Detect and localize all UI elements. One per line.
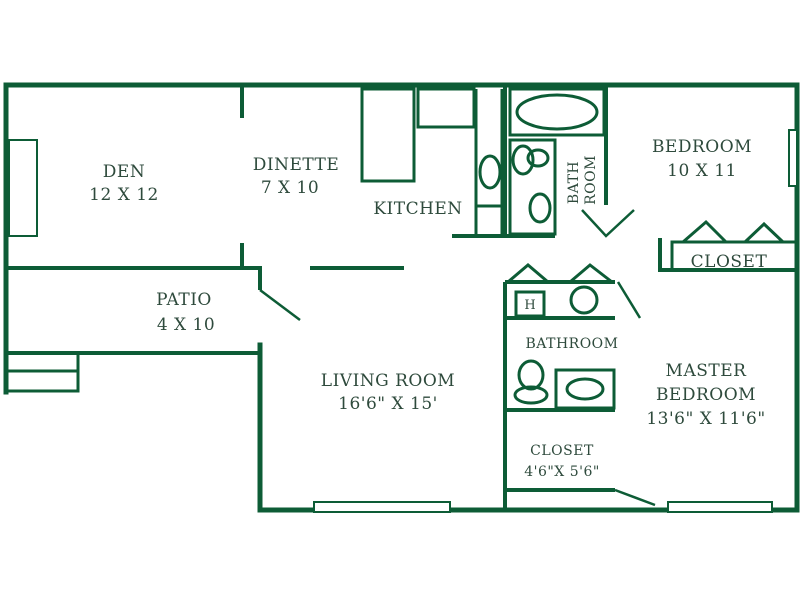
bath-room-line2: ROOM — [583, 155, 599, 205]
upper-cabinet — [416, 87, 476, 129]
master-vanity — [554, 368, 616, 410]
master-toilet — [517, 359, 545, 391]
patio-steps — [4, 351, 80, 393]
bathroom-label: BATHROOM — [525, 336, 618, 352]
den-window — [8, 139, 38, 237]
dinette-label: DINETTE — [253, 155, 340, 175]
master-closet-size: 4'6"X 5'6" — [524, 464, 600, 480]
bathroom-door — [616, 281, 642, 319]
bedroom-label: BEDROOM — [652, 137, 752, 157]
doors — [259, 209, 656, 507]
den-label: DEN — [103, 162, 145, 182]
living-room-label: LIVING ROOM — [321, 371, 455, 391]
bath-room-line1: BATH — [566, 161, 582, 204]
bedroom-window — [788, 129, 798, 187]
master-bedroom-size: 13'6" X 11'6" — [646, 409, 765, 429]
patio-label: PATIO — [156, 290, 212, 310]
master-sink-top — [569, 285, 599, 315]
hamper-box — [514, 290, 546, 318]
bath-vanity — [508, 138, 557, 236]
refrigerator — [360, 87, 416, 183]
bath-room-label: BATH ROOM — [566, 155, 599, 205]
bedroom-size: 10 X 11 — [667, 161, 737, 181]
master-bath-fixtures — [507, 263, 616, 410]
windows — [8, 129, 798, 513]
bedroom-closet-label: CLOSET — [691, 252, 768, 272]
kitchen-label: KITCHEN — [373, 199, 462, 219]
closet-door — [614, 488, 656, 507]
master-bedroom-window — [667, 501, 773, 513]
bedroom-door — [581, 209, 635, 238]
room-labels: DEN 12 X 12 DINETTE 7 X 10 KITCHEN BATH … — [89, 137, 767, 480]
bath-fixtures — [508, 87, 606, 236]
master-closet-label: CLOSET — [530, 443, 594, 459]
kitchen-fixtures — [360, 87, 504, 236]
bath-toilet — [511, 144, 535, 176]
dinette-size: 7 X 10 — [261, 178, 319, 198]
den-size: 12 X 12 — [89, 185, 159, 205]
hamper-label: H — [524, 298, 535, 313]
living-room-window — [313, 501, 451, 513]
master-bedroom-line2: BEDROOM — [656, 385, 756, 405]
living-room-size: 16'6" X 15' — [338, 394, 438, 414]
bath-sink — [528, 192, 552, 224]
bathtub — [508, 87, 606, 137]
patio-size: 4 X 10 — [157, 315, 215, 335]
bedroom-closet — [670, 219, 798, 272]
master-bedroom-line1: MASTER — [666, 361, 748, 381]
kitchen-sink — [478, 154, 502, 190]
patio-door — [259, 289, 301, 321]
